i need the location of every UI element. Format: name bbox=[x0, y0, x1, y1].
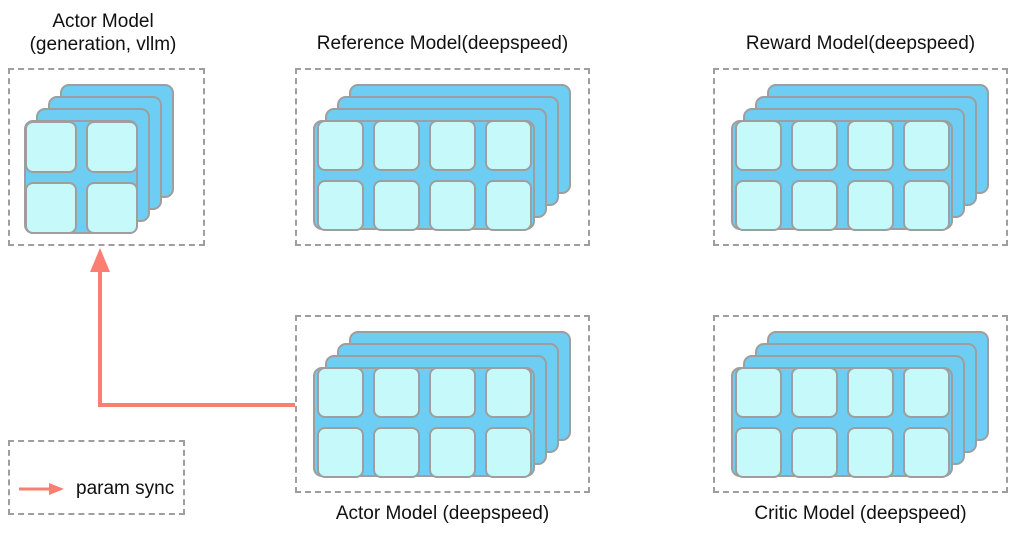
card-chip bbox=[85, 181, 138, 234]
caption-critic-model: Critic Model (deepspeed) bbox=[754, 503, 967, 524]
card-chip bbox=[790, 426, 838, 478]
param-sync-arrow-icon bbox=[19, 482, 64, 495]
card-layer-front bbox=[313, 119, 535, 231]
caption-reference-model: Reference Model(deepspeed) bbox=[316, 33, 569, 54]
legend-box: param sync bbox=[8, 440, 185, 515]
group-reference-model[interactable] bbox=[295, 68, 590, 246]
card-chip bbox=[734, 426, 782, 478]
card-chip bbox=[902, 366, 950, 418]
card-layer-front bbox=[731, 119, 953, 231]
legend-item-param-sync: param sync bbox=[10, 478, 174, 500]
card-chip bbox=[24, 120, 77, 173]
card-chip bbox=[734, 179, 782, 231]
card-chip bbox=[372, 366, 420, 418]
card-chip bbox=[428, 119, 476, 171]
legend-label-param-sync: param sync bbox=[76, 477, 175, 499]
group-actor-deepspeed[interactable] bbox=[295, 315, 590, 493]
card-chip bbox=[484, 366, 532, 418]
card-chip bbox=[484, 179, 532, 231]
card-chip bbox=[372, 179, 420, 231]
card-chip bbox=[316, 426, 364, 478]
card-chip bbox=[484, 119, 532, 171]
card-chip bbox=[846, 426, 894, 478]
card-chip bbox=[428, 426, 476, 478]
card-chip bbox=[24, 181, 77, 234]
card-chip bbox=[790, 119, 838, 171]
card-chip bbox=[428, 366, 476, 418]
group-actor-vllm[interactable] bbox=[8, 68, 205, 246]
card-layer-front bbox=[731, 366, 953, 478]
group-critic-model[interactable] bbox=[713, 315, 1008, 493]
card-chip bbox=[428, 179, 476, 231]
card-layer-front bbox=[313, 366, 535, 478]
card-chip bbox=[316, 366, 364, 418]
card-chip bbox=[846, 179, 894, 231]
connector-path bbox=[98, 268, 295, 407]
group-reward-model[interactable] bbox=[713, 68, 1008, 246]
card-chip bbox=[846, 119, 894, 171]
caption-reward-model: Reward Model(deepspeed) bbox=[745, 33, 976, 54]
card-chip bbox=[372, 426, 420, 478]
card-chip bbox=[484, 426, 532, 478]
card-chip bbox=[790, 179, 838, 231]
card-chip bbox=[790, 366, 838, 418]
card-chip bbox=[902, 119, 950, 171]
card-chip bbox=[734, 119, 782, 171]
card-chip bbox=[734, 366, 782, 418]
caption-actor-deepspeed: Actor Model (deepspeed) bbox=[335, 503, 550, 524]
card-chip bbox=[316, 119, 364, 171]
card-chip bbox=[372, 119, 420, 171]
card-chip bbox=[846, 366, 894, 418]
card-chip bbox=[85, 120, 138, 173]
caption-actor-vllm: Actor Model (generation, vllm) bbox=[29, 11, 177, 55]
card-chip bbox=[316, 179, 364, 231]
arrowhead-icon bbox=[90, 248, 110, 272]
card-chip bbox=[902, 426, 950, 478]
card-layer-front bbox=[24, 120, 138, 234]
card-chip bbox=[902, 179, 950, 231]
